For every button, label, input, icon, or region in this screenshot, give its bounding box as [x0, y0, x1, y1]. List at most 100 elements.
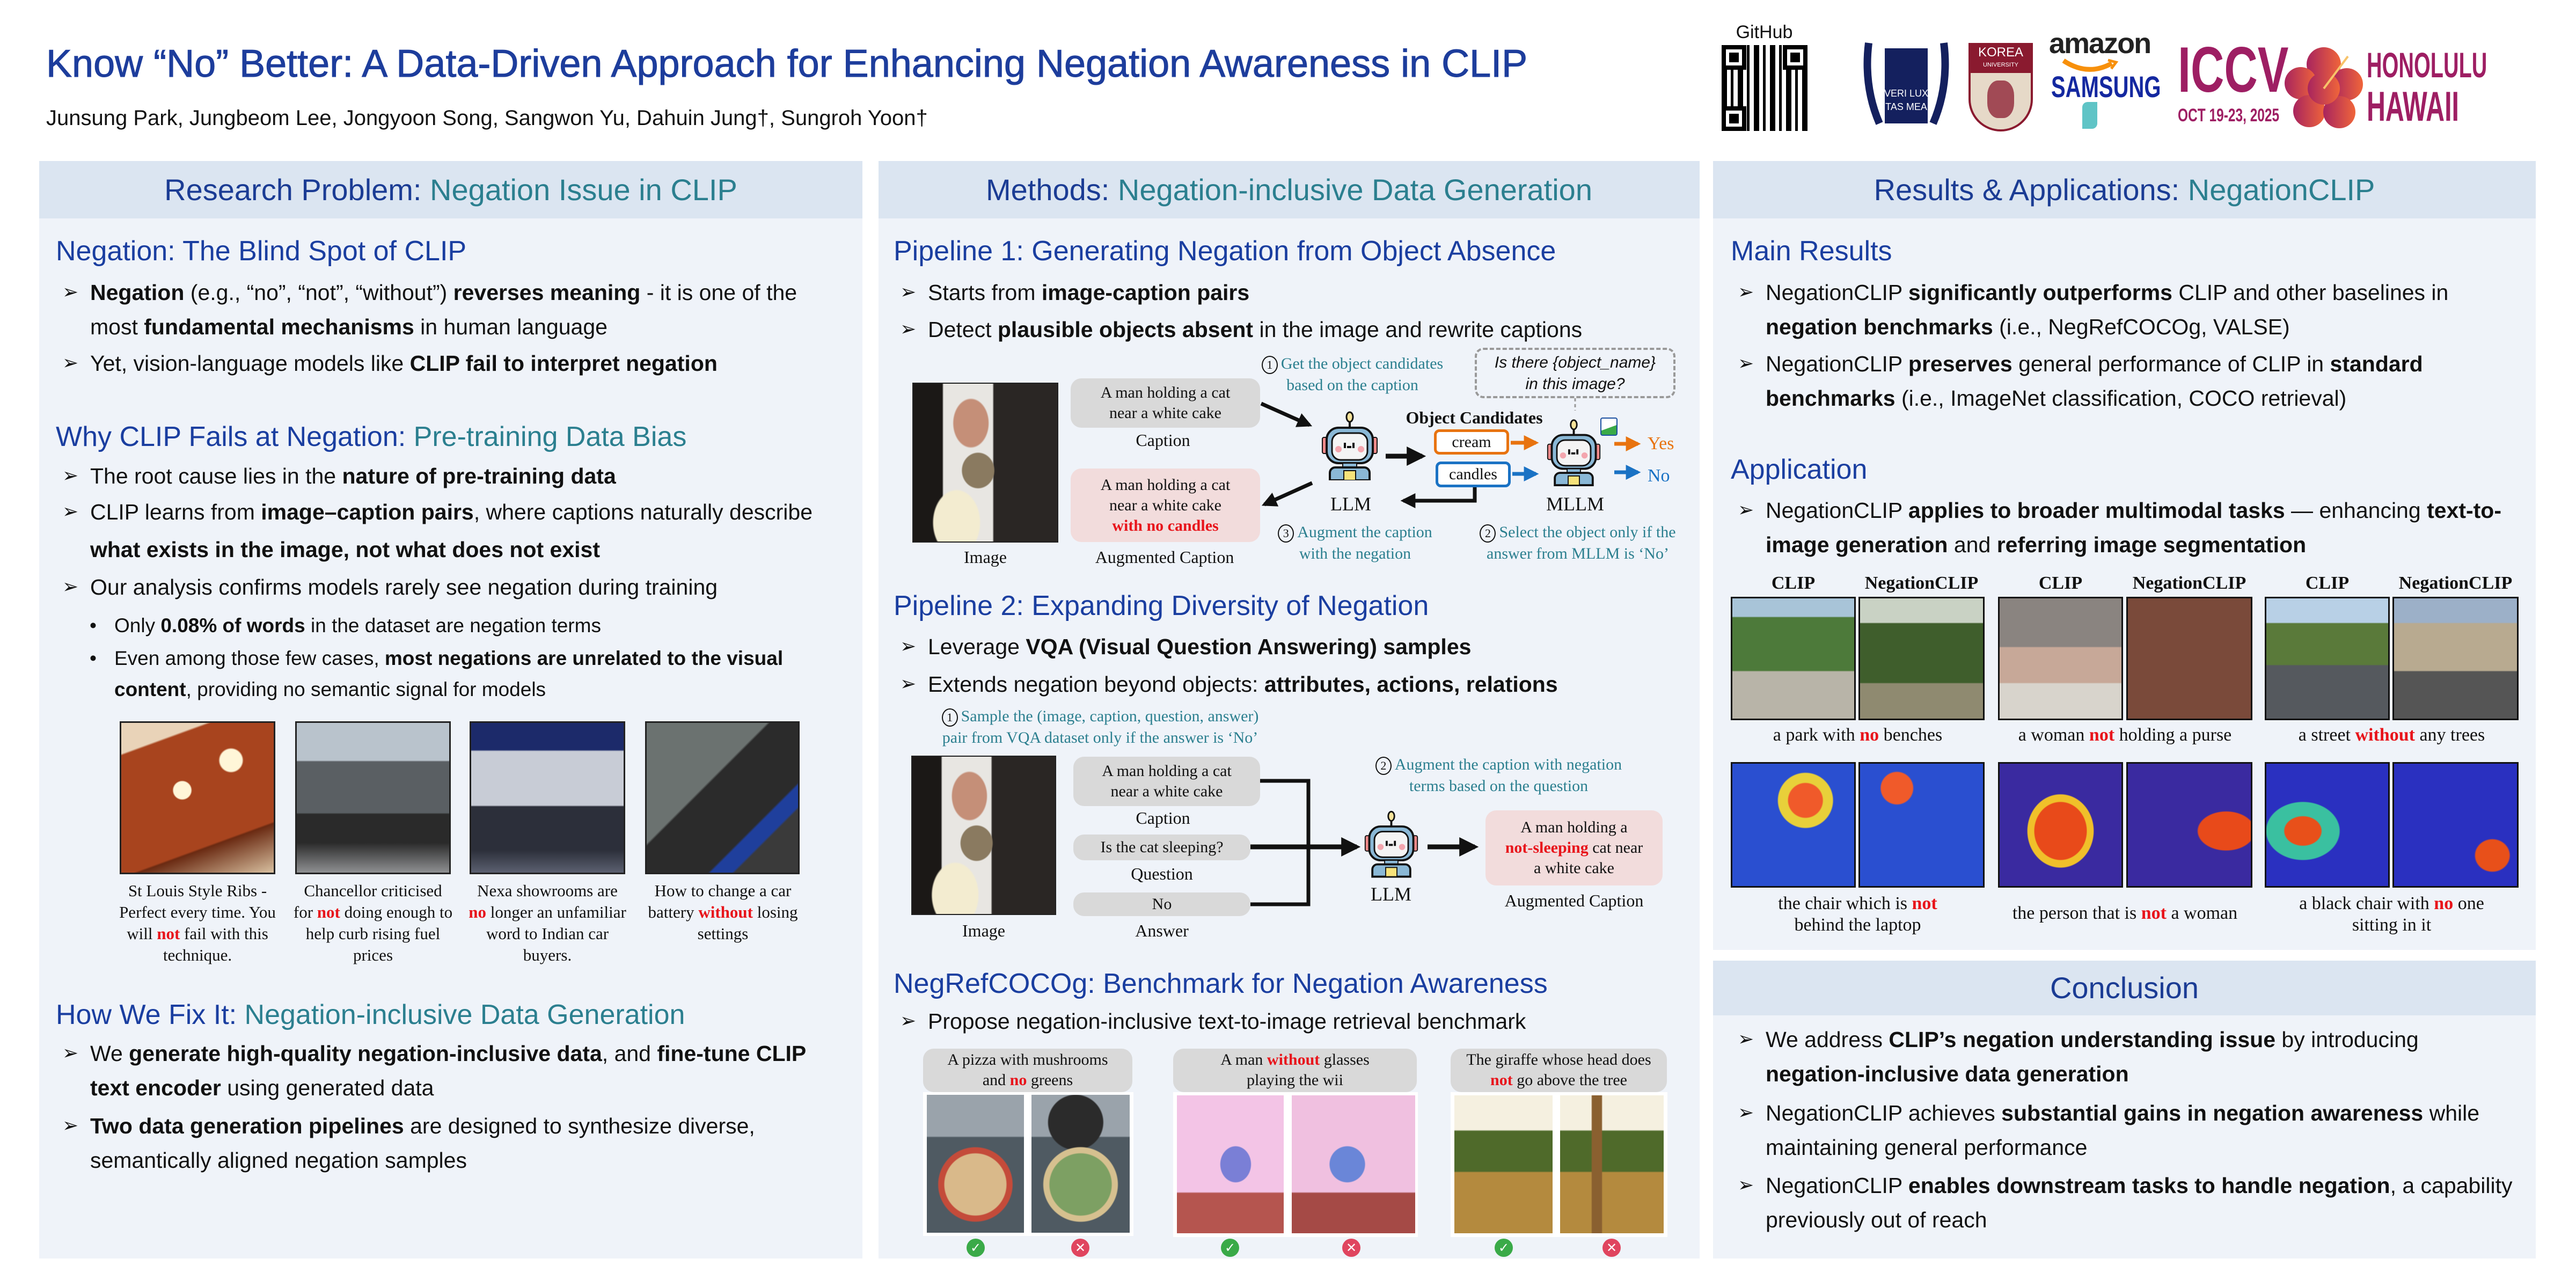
- emphasis-text: what exists in the image, not what does …: [90, 537, 601, 562]
- subsection-heading: NegRefCOCOg: Benchmark for Negation Awar…: [894, 968, 1548, 999]
- tiger-emblem-icon: [1987, 80, 2014, 118]
- photo-pizza-greens: [1031, 1095, 1130, 1233]
- text-run: by introducing: [2275, 1027, 2419, 1052]
- bullet-item: ➢We address CLIP’s negation understandin…: [1738, 1022, 2522, 1091]
- text-run: in the image and rewrite captions: [1253, 317, 1583, 342]
- text-run: in the dataset are negation terms: [305, 614, 601, 636]
- emphasis-text: plausible objects absent: [997, 317, 1254, 342]
- text-run: Leverage: [928, 634, 1026, 659]
- emphasis-text: most negations are unrelated to the visu…: [114, 647, 784, 700]
- emphasis-text: Negation: [90, 280, 185, 305]
- text-run: NegationCLIP: [1766, 1173, 1908, 1198]
- negation-word: without: [1267, 1051, 1320, 1069]
- text-run: St Louis Style Ribs - Perfect every time…: [119, 881, 276, 943]
- mllm-label: MLLM: [1546, 493, 1604, 515]
- segmentation-query: a black chair with no one sitting in it: [2297, 893, 2486, 936]
- caption-text: cat near: [1588, 839, 1643, 857]
- column-label-negationclip: NegationCLIP: [2132, 573, 2246, 593]
- photo-man-with-cat: [912, 383, 1058, 543]
- text-run: (i.e., ImageNet classification, COCO ret…: [1895, 386, 2347, 411]
- bullet-item: ➢NegationCLIP achieves substantial gains…: [1738, 1096, 2522, 1165]
- caption-line: A man holding a cat: [1102, 762, 1232, 780]
- text-run: and: [1948, 532, 1997, 557]
- text-run: , providing no semantic signal for model…: [186, 678, 546, 700]
- section-header: Results & Applications: NegationCLIP: [1713, 161, 2536, 218]
- bullet-item: ➢Yet, vision-language models like CLIP f…: [62, 346, 847, 380]
- emphasis-text: negation-inclusive data generation: [1766, 1062, 2129, 1086]
- subsection-heading: Why CLIP Fails at Negation: Pre-training…: [56, 419, 686, 455]
- arrow-bullet-icon: ➢: [62, 1115, 79, 1137]
- photo-pizza-mushrooms: [927, 1095, 1024, 1233]
- step-text: based on the caption: [1286, 376, 1418, 394]
- segmentation-map-clip: [1998, 762, 2123, 888]
- section-header-label: Results & Applications:: [1874, 173, 2188, 207]
- text-run: while maintaining general performance: [1766, 1101, 2480, 1160]
- bullet-item: ➢Detect plausible objects absent in the …: [900, 312, 1685, 347]
- caption-line: near a white cake: [1109, 404, 1222, 422]
- text-run: — enhancing: [2285, 498, 2427, 523]
- caption-line: near a white cake: [1109, 496, 1222, 514]
- caption-line: not-sleeping cat near: [1505, 838, 1643, 858]
- text-run: glasses playing the wii: [1247, 1051, 1370, 1089]
- subsection-heading: Negation: The Blind Spot of CLIP: [56, 236, 467, 267]
- negation-phrase: with no candles: [1112, 516, 1219, 535]
- mllm-prompt-box: Is there {object_name} in this image?: [1475, 348, 1675, 398]
- emphasis-text: Two data generation pipelines: [90, 1114, 404, 1138]
- text-run: are designed to synthesize diverse, sema…: [90, 1114, 755, 1173]
- pipeline1-diagram: Image A man holding a cat near a white c…: [880, 343, 1700, 580]
- example-caption: How to change a car battery without losi…: [642, 880, 803, 945]
- partner-logo-shape: [2082, 102, 2097, 129]
- emphasis-text: attributes, actions, relations: [1264, 672, 1558, 697]
- photo-giraffe-below-tree: [1454, 1095, 1553, 1233]
- photo-car-battery: [645, 721, 800, 874]
- arrow-bullet-icon: ➢: [900, 635, 917, 657]
- question-label: Question: [1131, 864, 1193, 883]
- negation-word: not: [157, 924, 180, 943]
- subsection-heading: Pipeline 1: Generating Negation from Obj…: [894, 236, 1556, 267]
- subsection-heading: Main Results: [1731, 236, 1892, 267]
- llm-label: LLM: [1330, 493, 1371, 515]
- text-run: Starts from: [928, 280, 1042, 305]
- pipeline2-arrows: [1250, 779, 1479, 906]
- negation-word: not: [2141, 903, 2167, 923]
- photo-man-glasses-wii: [1292, 1095, 1415, 1233]
- section-header: Conclusion: [1713, 961, 2536, 1015]
- step-text: Select the object only if the: [1499, 523, 1676, 541]
- emphasis-text: CLIP’s negation understanding issue: [1889, 1027, 2276, 1052]
- mllm-robot-icon: [1546, 418, 1602, 486]
- step-text: Augment the caption with negation: [1394, 756, 1622, 773]
- text-run: A pizza with mushrooms and: [947, 1051, 1108, 1089]
- generated-image-clip: [2265, 597, 2390, 720]
- bullet-item: ➢Leverage VQA (Visual Question Answering…: [900, 630, 1685, 664]
- arrow-bullet-icon: ➢: [900, 673, 917, 695]
- iccv-date: OCT 19-23, 2025: [2178, 105, 2280, 126]
- segmentation-map-clip: [2265, 762, 2390, 888]
- iccv-logo: ICCV: [2178, 34, 2289, 106]
- text-run: greens: [1027, 1071, 1073, 1089]
- text-run: , a capability previously out of reach: [1766, 1173, 2513, 1232]
- answer-yes: Yes: [1648, 434, 1674, 453]
- bullet-item: ➢CLIP learns from image–caption pairs, w…: [62, 493, 847, 568]
- sub-bullet-item: •Only 0.08% of words in the dataset are …: [90, 610, 844, 641]
- qr-code-icon[interactable]: [1721, 45, 1807, 131]
- emphasis-text: standard benchmarks: [1766, 352, 2423, 411]
- segmentation-map-negationclip: [1858, 762, 1985, 888]
- emphasis-text: reverses meaning: [453, 280, 641, 305]
- text-run: a park with: [1773, 725, 1860, 745]
- section-header-highlight: Negation Issue in CLIP: [430, 173, 737, 207]
- arrow-bullet-icon: ➢: [900, 318, 917, 340]
- github-qr-block[interactable]: GitHub: [1717, 21, 1811, 131]
- arrow-bullet-icon: ➢: [1738, 499, 1754, 521]
- segmentation-map-clip: [1731, 762, 1856, 888]
- text-run: We address: [1766, 1027, 1889, 1052]
- arrow-bullet-icon: ➢: [62, 576, 79, 598]
- text-run: general performance of CLIP in: [2012, 352, 2330, 376]
- augmented-caption-label: Augmented Caption: [1504, 891, 1644, 910]
- caption-line: A man holding a: [1520, 818, 1628, 836]
- caption-line: a white cake: [1534, 859, 1614, 877]
- connector-caption: [1250, 779, 1311, 906]
- segmentation-query: the person that is not a woman: [1998, 903, 2252, 924]
- research-problem-panel: Research Problem: Negation Issue in CLIP…: [39, 161, 862, 1258]
